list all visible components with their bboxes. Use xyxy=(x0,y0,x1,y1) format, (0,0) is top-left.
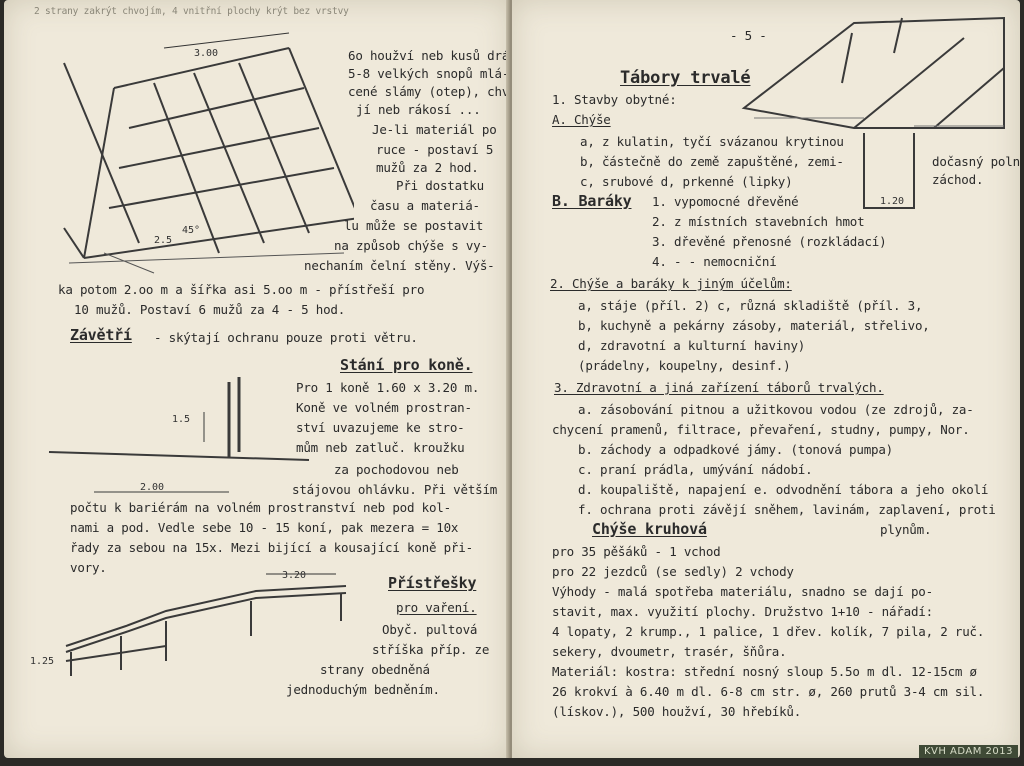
latrine-note-1: dočasný polní xyxy=(932,154,1020,169)
text-line: ruce - postaví 5 xyxy=(376,142,494,157)
text-line: 1. vypomocné dřevěné xyxy=(652,194,799,209)
text-line: počtu k bariérám na volném prostranství … xyxy=(70,500,451,515)
text-line: 26 krokví à 6.40 m dl. 6-8 cm str. ø, 26… xyxy=(552,684,985,699)
left-page: 2 strany zakrýt chvojím, 4 vnitřní ploch… xyxy=(4,0,510,758)
section-3: 3. Zdravotní a jiná zařízení táborů trva… xyxy=(554,380,884,395)
text-line: nami a pod. Vedle sebe 10 - 15 koní, pak… xyxy=(70,520,459,535)
text-line: a, stáje (příl. 2) c, různá skladiště (p… xyxy=(578,298,923,313)
text-line: 6o houžví neb kusů drát xyxy=(348,48,510,63)
text-line: c. praní prádla, umývání nádobí. xyxy=(578,462,813,477)
text-line: d, zdravotní a kulturní haviny) xyxy=(578,338,806,353)
text-line: Materiál: kostra: střední nosný sloup 5.… xyxy=(552,664,977,679)
text-line: pro 22 jezdců (se sedly) 2 vchody xyxy=(552,564,794,579)
dim-top-label: 3.00 xyxy=(194,48,218,59)
page-gutter xyxy=(506,0,516,758)
text-line: sekery, dvoumetr, trasér, šňůra. xyxy=(552,644,787,659)
text-line: chycení pramenů, filtrace, převaření, st… xyxy=(552,422,970,437)
text-line: stavit, max. využití plochy. Družstvo 1+… xyxy=(552,604,933,619)
text-line: (lískov.), 500 houžví, 30 hřebíků. xyxy=(552,704,802,719)
text-line: (prádelny, koupelny, desinf.) xyxy=(578,358,791,373)
chyse-kruhova-heading: Chýše kruhová xyxy=(592,520,707,538)
zavetri-text: - skýtají ochranu pouze proti větru. xyxy=(154,330,418,345)
text-line: Výhody - malá spotřeba materiálu, snadno… xyxy=(552,584,933,599)
text-line: mům neb zatluč. kroužku xyxy=(296,440,465,455)
pristresky-heading: Přístřešky xyxy=(388,574,477,592)
dim-sketch-label: 1.20 xyxy=(880,196,904,207)
text-line: d. koupaliště, napajení e. odvodnění táb… xyxy=(578,482,989,497)
text-line: za pochodovou neb xyxy=(334,462,459,477)
text-line: a. zásobování pitnou a užitkovou vodou (… xyxy=(578,402,974,417)
text-line: pro 35 pěšáků - 1 vchod xyxy=(552,544,721,559)
text-line: f. ochrana proti závějí sněhem, lavinám,… xyxy=(578,502,996,517)
text-line: řady za sebou na 15x. Mezi bijící a kous… xyxy=(70,540,473,555)
text-line: Je-li materiál po xyxy=(372,122,497,137)
text-line: a, z kulatin, tyčí svázanou krytinou xyxy=(580,134,844,149)
text-line: 2. z místních stavebních hmot xyxy=(652,214,865,229)
stani-heading: Stání pro koně. xyxy=(340,356,473,374)
hut-latrine-sketch: 1.20 xyxy=(741,16,1005,209)
text-line: 4. - - nemocniční xyxy=(652,254,777,269)
right-page: - 5 - Tábory trvalé 1.20 1. Stavby obytn… xyxy=(512,0,1020,758)
text-line: c, srubové d, prkenné (lipky) xyxy=(580,174,793,189)
dim-1-25-label: 1.25 xyxy=(30,656,54,667)
page-title: Tábory trvalé xyxy=(620,68,751,88)
subsection-b: B. Baráky xyxy=(552,192,632,210)
text-line: času a materiá- xyxy=(370,198,480,213)
text-line: 10 mužů. Postaví 6 mužů za 4 - 5 hod. xyxy=(74,302,346,317)
text-line: Koně ve volném prostran- xyxy=(296,400,472,415)
text-line: b. záchody a odpadkové jámy. (tonová pum… xyxy=(578,442,894,457)
dim-angle-label: 45° xyxy=(182,225,200,236)
text-line: strany obedněná xyxy=(320,662,430,677)
dim-2-00-label: 2.00 xyxy=(140,482,164,493)
text-line: ství uvazujeme ke stro- xyxy=(296,420,465,435)
text-line: stříška příp. ze xyxy=(372,642,490,657)
cooking-shelter-sketch: 3.20 1.25 xyxy=(30,570,347,676)
text-line: jednoduchým bedněním. xyxy=(286,682,440,697)
text-line: stájovou ohlávku. Při větším xyxy=(292,482,498,497)
text-line: 3. dřevěné přenosné (rozkládací) xyxy=(652,234,887,249)
text-line: na způsob chýše s vy- xyxy=(334,238,488,253)
text-line: mužů za 2 hod. xyxy=(376,160,479,175)
text-line: plynům. xyxy=(880,522,932,537)
text-line: b, částečně do země zapuštěné, zemi- xyxy=(580,154,844,169)
text-line: Obyč. pultová xyxy=(382,622,478,637)
subsection-a: A. Chýše xyxy=(552,112,611,127)
shelter-sketch: 3.00 2.5 45° xyxy=(63,32,354,274)
text-line: jí neb rákosí ... xyxy=(356,102,481,117)
text-line: vory. xyxy=(70,560,107,575)
text-line: nechaním čelní stěny. Výš- xyxy=(304,258,495,273)
text-line: b, kuchyně a pekárny zásoby, materiál, s… xyxy=(578,318,930,333)
latrine-note-2: záchod. xyxy=(932,172,984,187)
text-line: ka potom 2.oo m a šířka asi 5.oo m - pří… xyxy=(58,282,425,297)
dim-1-5-label: 1.5 xyxy=(172,414,190,425)
horse-barrier-sketch: 1.5 2.00 xyxy=(48,377,310,493)
text-line: Při dostatku xyxy=(396,178,484,193)
watermark-badge: KVH ADAM 2013 xyxy=(918,745,1018,758)
zavetri-heading: Závětří xyxy=(70,326,132,344)
text-line: lu může se postavit xyxy=(344,218,484,233)
dim-left-label: 2.5 xyxy=(154,235,172,246)
text-line: Pro 1 koně 1.60 x 3.20 m. xyxy=(296,380,480,395)
top-note: 2 strany zakrýt chvojím, 4 vnitřní ploch… xyxy=(34,6,349,17)
text-line: 5-8 velkých snopů mlá- xyxy=(348,66,510,81)
section-1: 1. Stavby obytné: xyxy=(552,92,677,107)
text-line: cené slámy (otep), chvo- xyxy=(348,84,510,99)
pristresky-subheading: pro vaření. xyxy=(396,600,477,615)
text-line: 4 lopaty, 2 krump., 1 palice, 1 dřev. ko… xyxy=(552,624,985,639)
dim-3-20-label: 3.20 xyxy=(282,570,306,581)
section-2: 2. Chýše a baráky k jiným účelům: xyxy=(550,276,792,291)
page-number: - 5 - xyxy=(730,28,767,43)
